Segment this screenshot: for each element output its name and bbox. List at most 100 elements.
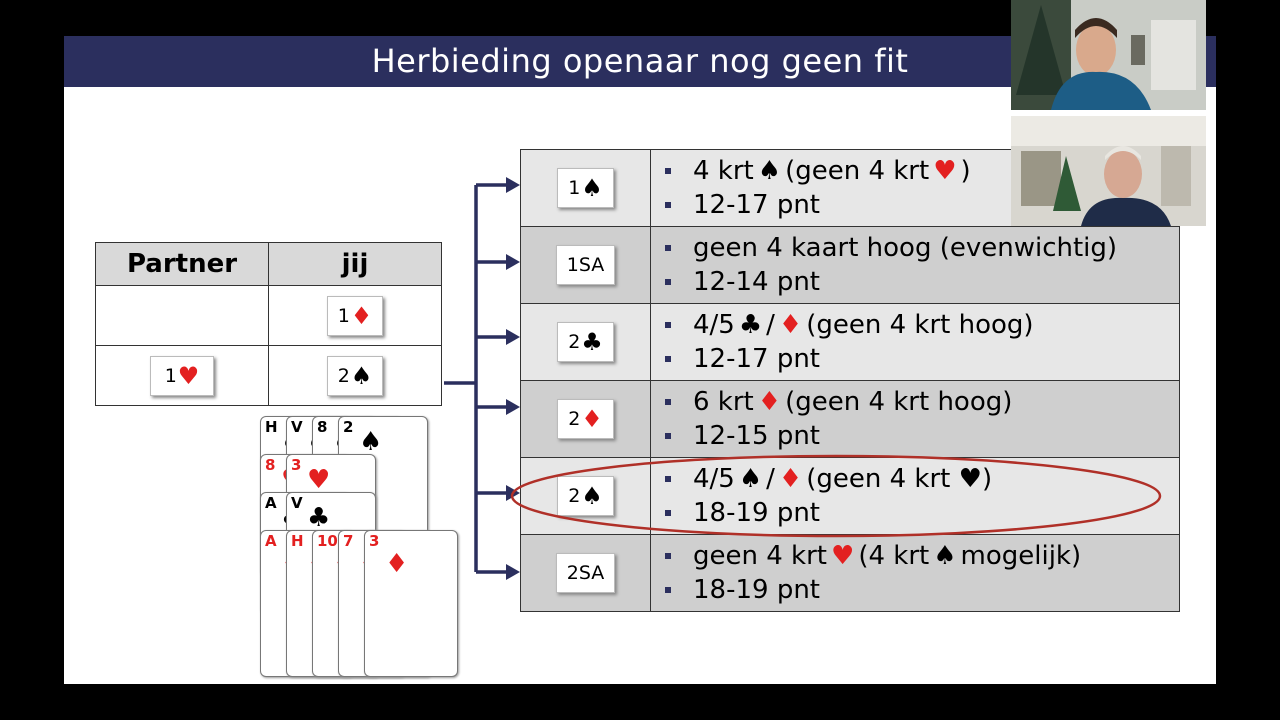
card-rank: V	[291, 494, 303, 512]
arrow-head-icon	[506, 254, 520, 270]
diamond-icon: ♦	[778, 464, 803, 494]
bid-level: 1SA	[566, 254, 605, 276]
auction-cell: 2 ♠	[268, 345, 442, 406]
diamond-icon: ♦	[385, 549, 409, 579]
bullet-icon	[665, 322, 671, 328]
arrow-head-icon	[506, 564, 520, 580]
description-text: (4 krt	[858, 541, 930, 571]
bid-card: 1♠	[557, 168, 614, 208]
bullet-icon	[665, 510, 671, 516]
rebid-row: 2SA geen 4 krt♥(4 krt♠mogelijk)18-19 pnt	[520, 534, 1180, 612]
bid-level: 2	[568, 485, 581, 507]
bid-card: 1SA	[555, 245, 616, 285]
heart-icon: ♥	[177, 361, 200, 390]
bid-cell: 1♠	[520, 149, 651, 227]
person-icon	[1104, 150, 1142, 198]
description-line: 4/5♣/♦(geen 4 krt hoog)	[651, 308, 1179, 342]
bid-level: 2	[568, 408, 581, 430]
rebid-row: 1SA geen 4 kaart hoog (evenwichtig) 12-14 …	[520, 226, 1180, 304]
auction-table: Partner jij 1 ♦ 1 ♥ 2 ♠	[95, 242, 442, 406]
points-text: 12-15 pnt	[693, 421, 820, 451]
bullet-icon	[665, 399, 671, 405]
description-text: (geen 4 krt	[785, 156, 930, 186]
diamond-icon: ♦	[757, 387, 782, 417]
bid-cell: 2SA	[520, 534, 651, 612]
bid-cell: 1SA	[520, 226, 651, 304]
bullet-icon	[665, 279, 671, 285]
card-rank: 8	[317, 418, 328, 436]
bullet-icon	[665, 553, 671, 559]
points-text: 12-17 pnt	[693, 190, 820, 220]
points-line: 12-17 pnt	[651, 342, 1179, 376]
description-line: geen 4 krt♥(4 krt♠mogelijk)	[651, 539, 1179, 573]
description-text: mogelijk)	[960, 541, 1082, 571]
spade-icon: ♠	[581, 482, 603, 510]
card-rank: H	[265, 418, 278, 436]
bid-card: 2♣	[557, 322, 614, 362]
bid-cell: 2♦	[520, 380, 651, 458]
points-text: 12-14 pnt	[693, 267, 820, 297]
heart-icon: ♥	[831, 541, 855, 571]
bullet-icon	[665, 476, 671, 482]
bullet-icon	[665, 433, 671, 439]
points-line: 18-19 pnt	[651, 496, 1179, 530]
description-text: (geen 4 krt hoog)	[785, 387, 1013, 417]
card-rank: 10	[317, 532, 338, 550]
bullet-icon	[665, 587, 671, 593]
bid-description: geen 4 kaart hoog (evenwichtig) 12-14 pnt	[650, 226, 1180, 304]
bid-cell: 2♣	[520, 303, 651, 381]
description-text: (geen 4 krt hoog)	[806, 310, 1034, 340]
auction-cell: 1 ♥	[95, 345, 269, 406]
card-rank: V	[291, 418, 303, 436]
points-text: 12-17 pnt	[693, 344, 820, 374]
description-line: 4/5♠/♦(geen 4 krt ♥)	[651, 462, 1179, 496]
rebid-row: 2♣ 4/5♣/♦(geen 4 krt hoog)12-17 pnt	[520, 303, 1180, 381]
bullet-icon	[665, 202, 671, 208]
bid-description: geen 4 krt♥(4 krt♠mogelijk)18-19 pnt	[650, 534, 1180, 612]
description-text: )	[960, 156, 971, 186]
spade-icon: ♠	[933, 541, 957, 571]
slide-title: Herbieding openaar nog geen fit	[371, 42, 909, 80]
bullet-icon	[665, 245, 671, 251]
auction-header-row: Partner jij	[95, 242, 442, 286]
bullet-icon	[665, 356, 671, 362]
bid-card: 1 ♦	[326, 295, 384, 336]
points-line: 12-17 pnt	[651, 188, 1179, 222]
description-text: geen 4 kaart hoog (evenwichtig)	[693, 233, 1118, 263]
person-icon	[1076, 24, 1116, 76]
card-rank: A	[265, 532, 277, 550]
spade-icon: ♠	[581, 174, 603, 202]
description-text: geen 4 krt	[693, 541, 827, 571]
description-line: 6 krt♦(geen 4 krt hoog)	[651, 385, 1179, 419]
description-line: geen 4 kaart hoog (evenwichtig)	[651, 231, 1179, 265]
arrow-head-icon	[506, 485, 520, 501]
club-icon: ♣	[581, 328, 603, 356]
description-text: 6 krt	[693, 387, 754, 417]
bid-card: 2SA	[555, 553, 616, 593]
description-line: 4 krt♠(geen 4 krt♥)	[651, 154, 1179, 188]
club-icon: ♣	[307, 503, 331, 533]
description-text: 4/5	[693, 464, 735, 494]
bid-description: 6 krt♦(geen 4 krt hoog)12-15 pnt	[650, 380, 1180, 458]
spade-icon: ♠	[359, 427, 383, 457]
bid-level: 1	[337, 304, 350, 327]
bid-card: 2♦	[557, 399, 614, 439]
points-text: 18-19 pnt	[693, 498, 820, 528]
points-line: 12-14 pnt	[651, 265, 1179, 299]
arrow-head-icon	[506, 329, 520, 345]
bid-description: 4/5♣/♦(geen 4 krt hoog)12-17 pnt	[650, 303, 1180, 381]
description-text: 4/5	[693, 310, 735, 340]
arrow-head-icon	[506, 177, 520, 193]
diamond-icon: ♦	[350, 301, 373, 330]
heart-icon: ♥	[307, 465, 331, 495]
heart-icon: ♥	[933, 156, 957, 186]
webcam-tile-1	[1011, 0, 1206, 110]
auction-header-partner: Partner	[95, 242, 269, 286]
auction-header-jij: jij	[268, 242, 442, 286]
card-rank: 3	[369, 532, 380, 550]
diamond-icon: ♦	[778, 310, 803, 340]
spade-icon: ♠	[757, 156, 782, 186]
spade-icon: ♠	[738, 464, 763, 494]
club-icon: ♣	[738, 310, 763, 340]
spade-icon: ♠	[350, 361, 373, 390]
